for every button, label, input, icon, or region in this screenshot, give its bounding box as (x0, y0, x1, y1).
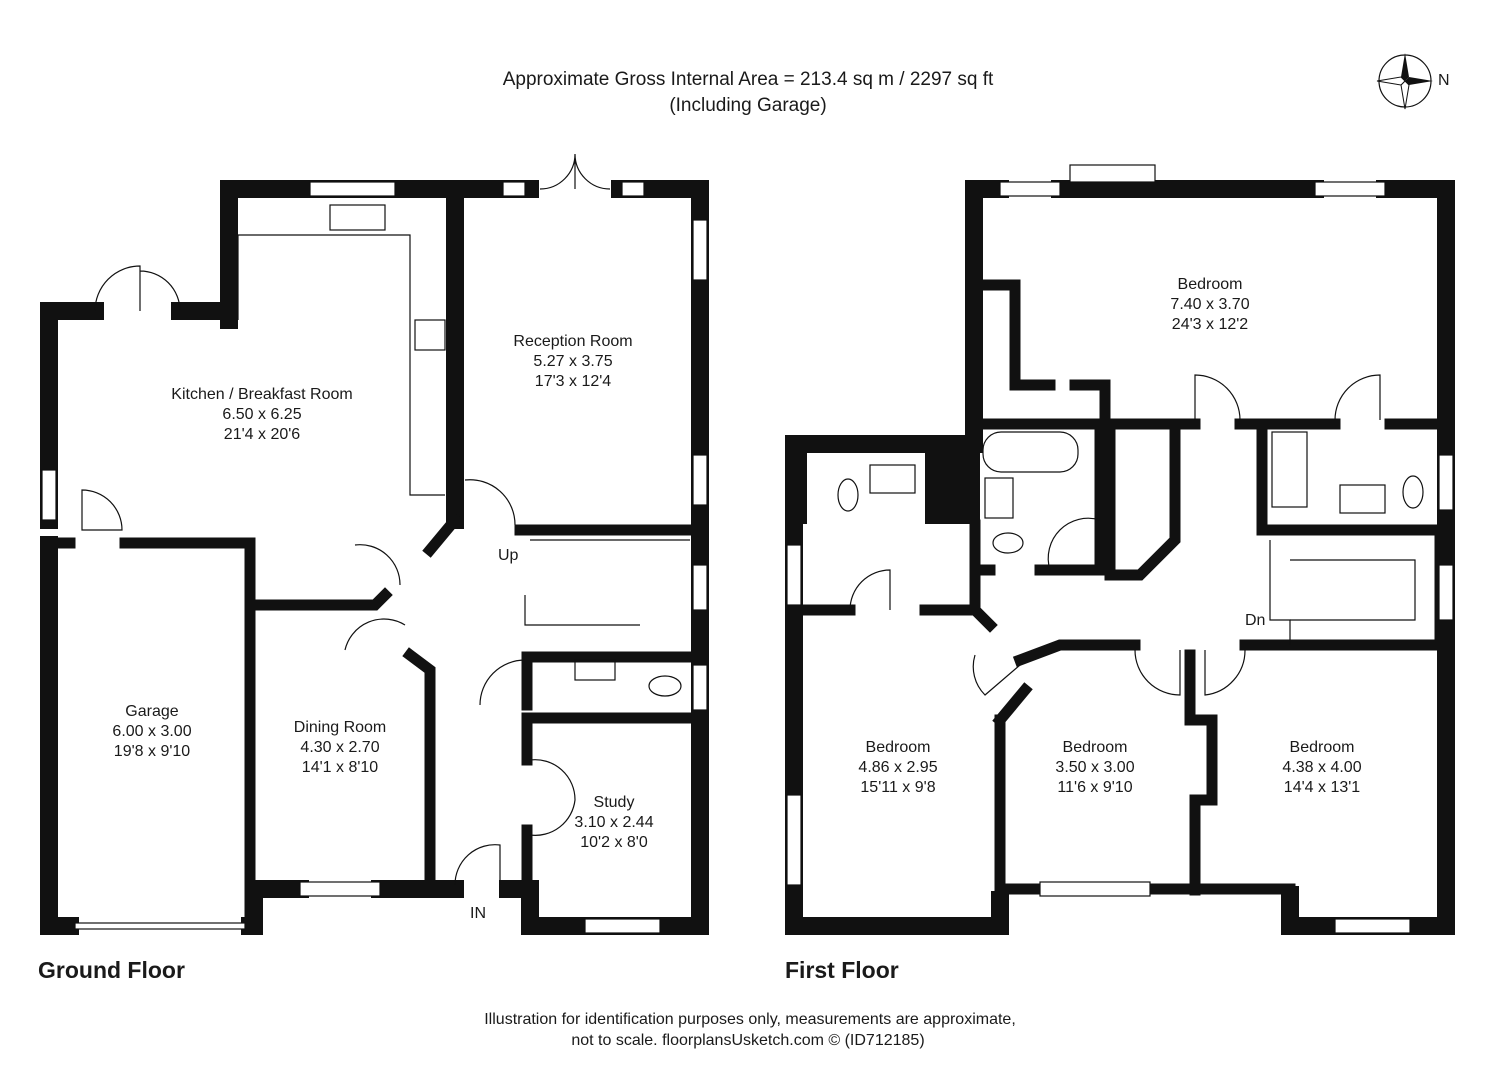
room-imperial: 15'11 x 9'8 (860, 779, 936, 796)
room-imperial: 19'8 x 9'10 (113, 743, 191, 760)
room-imperial: 10'2 x 8'0 (580, 834, 648, 851)
first-floor-walls (785, 164, 1455, 935)
room-garage: Garage 6.00 x 3.00 19'8 x 9'10 (112, 702, 191, 762)
room-imperial: 24'3 x 12'2 (1171, 316, 1249, 333)
room-reception: Reception Room 5.27 x 3.75 17'3 x 12'4 (513, 332, 632, 392)
compass-north-label: N (1438, 72, 1450, 89)
room-metric: 5.27 x 3.75 (533, 353, 613, 370)
room-name: Dining Room (293, 719, 387, 736)
room-name: Bedroom (1062, 739, 1128, 756)
room-name: Bedroom (1289, 739, 1355, 756)
compass: N (1375, 50, 1455, 112)
stairs-down-label: Dn (1245, 612, 1266, 629)
room-imperial: 14'4 x 13'1 (1283, 779, 1361, 796)
room-bedroom-4: Bedroom 4.38 x 4.00 14'4 x 13'1 (1282, 738, 1361, 798)
room-imperial: 21'4 x 20'6 (223, 426, 301, 443)
first-floor-title: First Floor (785, 957, 899, 983)
room-imperial: 17'3 x 12'4 (534, 373, 612, 390)
room-metric: 3.50 x 3.00 (1055, 759, 1135, 776)
room-name: Bedroom (1177, 276, 1243, 293)
room-name: Reception Room (513, 333, 633, 350)
room-name: Study (593, 794, 635, 811)
room-metric: 6.50 x 6.25 (222, 406, 302, 423)
room-imperial: 11'6 x 9'10 (1057, 779, 1133, 796)
room-metric: 3.10 x 2.44 (574, 814, 654, 831)
ground-floor-walls (40, 153, 709, 935)
room-name: Garage (125, 703, 179, 720)
room-kitchen-breakfast: Kitchen / Breakfast Room 6.50 x 6.25 21'… (171, 385, 352, 445)
room-metric: 6.00 x 3.00 (112, 723, 192, 740)
disclaimer-line-1: Illustration for identification purposes… (484, 1011, 1016, 1028)
entrance-label: IN (470, 905, 486, 922)
room-study: Study 3.10 x 2.44 10'2 x 8'0 (574, 793, 653, 853)
stairs-up-label: Up (498, 547, 519, 564)
room-bedroom-2: Bedroom 4.86 x 2.95 15'11 x 9'8 (858, 738, 937, 798)
room-bedroom-1: Bedroom 7.40 x 3.70 24'3 x 12'2 (1170, 275, 1249, 335)
ground-floor-title: Ground Floor (38, 957, 185, 983)
room-name: Kitchen / Breakfast Room (171, 386, 353, 403)
room-metric: 4.30 x 2.70 (300, 739, 380, 756)
room-metric: 4.86 x 2.95 (858, 759, 938, 776)
room-metric: 4.38 x 4.00 (1282, 759, 1362, 776)
room-metric: 7.40 x 3.70 (1170, 296, 1250, 313)
room-dining: Dining Room 4.30 x 2.70 14'1 x 8'10 (294, 718, 386, 778)
compass-icon (1376, 53, 1433, 110)
room-imperial: 14'1 x 8'10 (301, 759, 379, 776)
room-bedroom-3: Bedroom 3.50 x 3.00 11'6 x 9'10 (1055, 738, 1134, 798)
gross-area-text: Approximate Gross Internal Area = 213.4 … (502, 69, 994, 90)
room-name: Bedroom (865, 739, 931, 756)
disclaimer-line-2: not to scale. floorplansUsketch.com © (I… (571, 1032, 925, 1049)
including-garage-text: (Including Garage) (669, 95, 827, 116)
